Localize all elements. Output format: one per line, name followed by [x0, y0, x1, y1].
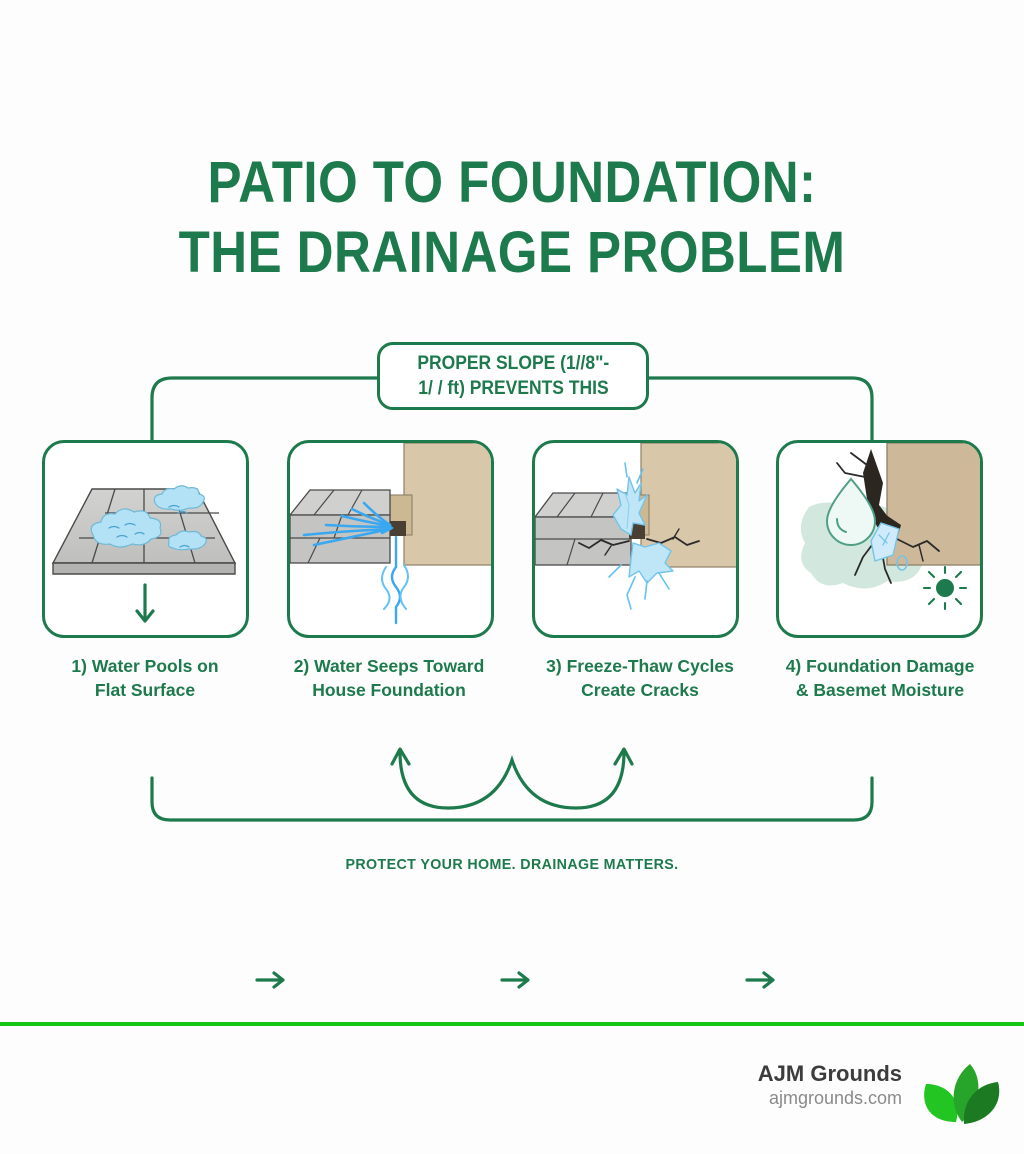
ice-crack-icon — [535, 443, 736, 610]
slope-badge: PROPER SLOPE (1//8"- 1/ / ft) PREVENTS T… — [377, 342, 649, 410]
patio-puddles-icon — [51, 485, 237, 623]
mold-spore-icon — [922, 565, 968, 611]
step-card-4[interactable] — [776, 440, 983, 638]
step-arrow-2-3-icon — [500, 971, 530, 989]
slope-text-line-1: PROPER SLOPE (1//8"- — [417, 353, 609, 374]
brand-name: AJM Grounds — [757, 1061, 902, 1086]
step-3-caption-line-2: Create Cracks — [581, 680, 699, 700]
step-card-1[interactable] — [42, 440, 249, 638]
cycle-bracket — [0, 730, 1024, 840]
proper-slope-banner: PROPER SLOPE (1//8"- 1/ / ft) PREVENTS T… — [0, 330, 1024, 450]
title-line-2: THE DRAINAGE PROBLEM — [178, 220, 846, 285]
brand-url[interactable]: ajmgrounds.com — [768, 1088, 902, 1108]
step-1-caption-line-2: Flat Surface — [94, 680, 196, 700]
freeze-thaw-cycle-arrow-icon — [150, 747, 874, 822]
title-line-1: PATIO TO FOUNDATION: — [207, 150, 817, 215]
step-caption-4: 4) Foundation Damage & Basemet Moisture — [765, 654, 995, 702]
step-4-caption-line-1: 4) Foundation Damage — [785, 656, 975, 676]
step-arrow-1-2-icon — [255, 971, 285, 989]
step-caption-3: 3) Freeze-Thaw Cycles Create Cracks — [525, 654, 755, 702]
water-seep-foundation-icon — [290, 443, 491, 625]
step-caption-1: 1) Water Pools on Flat Surface — [30, 654, 260, 702]
page-title: PATIO TO FOUNDATION: THE DRAINAGE PROBLE… — [0, 148, 1024, 288]
step-4-caption-line-2: & Basemet Moisture — [795, 680, 965, 700]
slope-text-line-2: 1/ / ft) PREVENTS THIS — [417, 378, 609, 399]
down-arrow-icon — [135, 583, 155, 623]
brand-block: AJM Grounds ajmgrounds.com — [758, 1060, 902, 1110]
step-2-caption-line-2: House Foundation — [312, 680, 466, 700]
step-caption-2: 2) Water Seeps Toward House Foundation — [274, 654, 504, 702]
step-card-3[interactable] — [532, 440, 739, 638]
three-leaf-logo-icon — [924, 1064, 1000, 1124]
step-card-2[interactable] — [287, 440, 494, 638]
footer: AJM Grounds ajmgrounds.com — [0, 1060, 1024, 1140]
footer-divider — [0, 1022, 1024, 1026]
step-2-caption-line-1: 2) Water Seeps Toward — [293, 656, 485, 676]
steps-row — [0, 440, 1024, 989]
step-arrow-3-4-icon — [745, 971, 775, 989]
step-1-caption-line-1: 1) Water Pools on — [71, 656, 219, 676]
droplet-mold-damage-icon — [800, 443, 980, 611]
tagline: PROTECT YOUR HOME. DRAINAGE MATTERS. — [345, 856, 679, 873]
slope-bracket-icon — [150, 376, 874, 448]
step-3-caption-line-1: 3) Freeze-Thaw Cycles — [546, 656, 734, 676]
